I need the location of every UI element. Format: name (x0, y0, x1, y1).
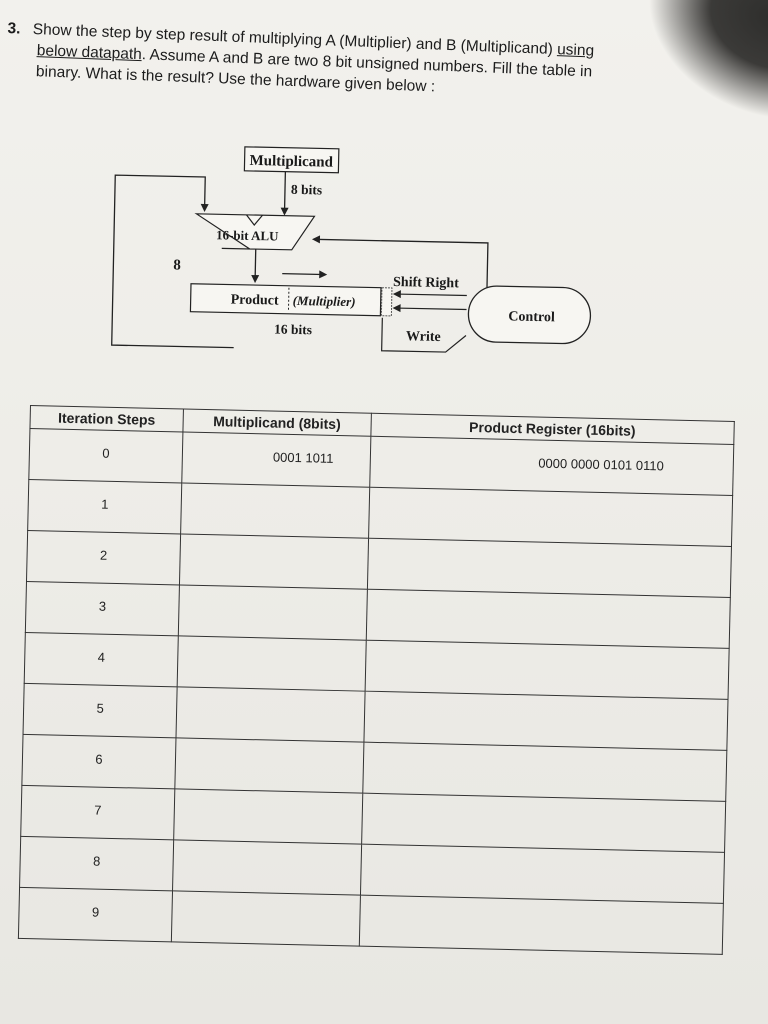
product-cell[interactable] (366, 538, 732, 598)
multiplicand-cell[interactable] (172, 839, 362, 896)
step-cell: 5 (23, 683, 178, 738)
multiplicand-cell[interactable] (179, 533, 369, 590)
control-unit (467, 285, 592, 345)
answer-table-container: Iteration Steps Multiplicand (8bits) Pro… (17, 405, 740, 1011)
product-register (189, 283, 382, 317)
question-link-using: using (556, 41, 595, 60)
control-label: Control (508, 309, 555, 325)
product-bits-label: 16 bits (274, 321, 312, 337)
multiplicand-cell[interactable] (171, 890, 361, 947)
product-cell[interactable]: 0000 0000 0101 0110 (369, 436, 734, 496)
shift-right-label: Shift Right (393, 275, 459, 291)
multiplicand-cell[interactable] (174, 737, 364, 794)
multiplicand-cell[interactable]: 0001 1011 (181, 431, 371, 488)
header-iteration-steps: Iteration Steps (29, 405, 184, 432)
step-cell: 2 (26, 530, 181, 585)
alu-label: 16-bit ALU (216, 227, 279, 243)
product-cell[interactable] (361, 793, 726, 853)
product-cell[interactable] (358, 895, 724, 955)
multiplicand-label: Multiplicand (249, 153, 333, 171)
multiplicand-cell[interactable] (178, 584, 367, 641)
datapath-diagram: Multiplicand 8 bits 16-bit ALU 8 (105, 140, 609, 365)
bus-width-label: 8 (173, 257, 181, 273)
multiplicand-register (243, 146, 340, 174)
step-cell: 1 (27, 479, 182, 534)
product-label: Product (231, 293, 280, 309)
alu-shape (194, 213, 316, 251)
answer-table: Iteration Steps Multiplicand (8bits) Pro… (18, 405, 735, 955)
multiplier-label: (Multiplier) (293, 293, 356, 309)
multiplicand-cell[interactable] (176, 686, 365, 743)
multiplicand-cell[interactable] (173, 788, 363, 845)
multiplicand-bits-label: 8 bits (291, 182, 322, 198)
step-cell: 6 (21, 734, 177, 789)
step-cell: 0 (28, 428, 183, 483)
product-cell[interactable] (364, 640, 730, 700)
product-cell[interactable] (362, 742, 727, 802)
question-number: 3. (7, 19, 21, 38)
step-cell: 7 (20, 785, 175, 840)
product-cell[interactable] (365, 589, 731, 649)
step-cell: 3 (25, 581, 180, 636)
step-cell: 8 (19, 836, 174, 891)
product-cell[interactable] (360, 844, 725, 904)
write-label: Write (406, 329, 441, 345)
product-cell[interactable] (363, 691, 729, 751)
step-cell: 9 (18, 887, 173, 942)
question-text: 3. Show the step by step result of multi… (6, 18, 708, 108)
question-link-datapath: below datapath (36, 42, 143, 64)
product-cell[interactable] (368, 487, 733, 547)
step-cell: 4 (24, 632, 179, 687)
multiplicand-cell[interactable] (180, 482, 370, 539)
multiplicand-cell[interactable] (177, 635, 366, 692)
